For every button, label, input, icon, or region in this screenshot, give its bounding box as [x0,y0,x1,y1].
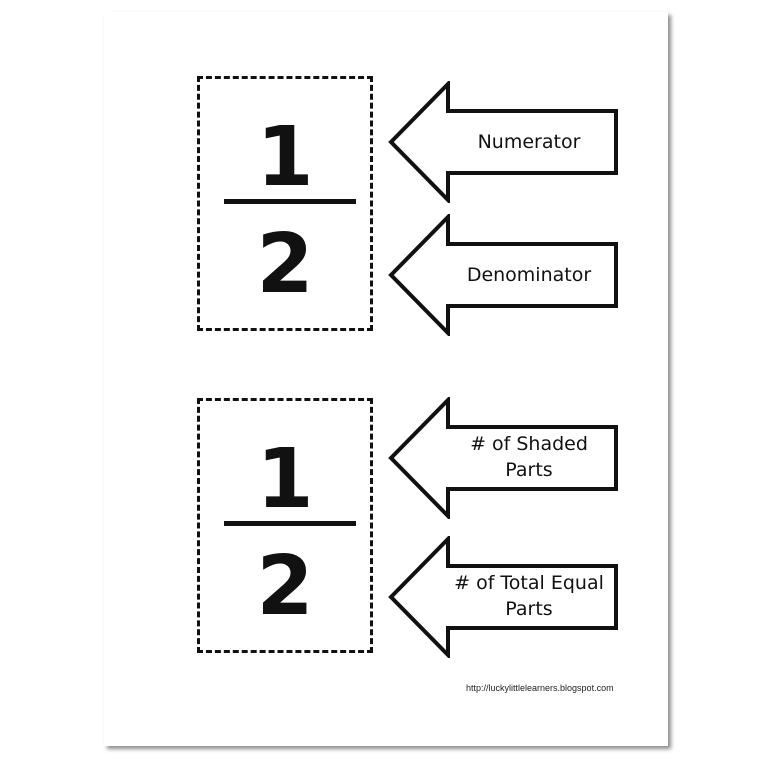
fraction-card-2: 1 2 [197,398,373,653]
numerator-value: 1 [256,110,314,205]
arrow-label-line1: # of Total Equal [454,572,604,594]
arrow-label: Denominator [466,264,592,286]
arrow-label: Numerator [477,131,581,153]
left-arrow-icon [388,81,618,203]
arrow-shaded-parts: # of Shaded Parts [388,397,620,519]
arrow-label-line2: Parts [505,598,553,620]
left-arrow-icon [388,397,618,519]
footer-url: http://luckylittlelearners.blogspot.com [466,683,614,693]
fraction-bar [224,521,356,526]
worksheet-page: 1 2 Numerator Denominator 1 2 # of Shade… [104,12,668,746]
arrow-label-line2: Parts [505,459,553,481]
fraction-bar [224,199,356,204]
arrow-total-equal-parts: # of Total Equal Parts [388,536,620,658]
denominator-value: 2 [256,539,314,634]
fraction-card-1: 1 2 [197,76,373,331]
arrow-label: # of Total Equal Parts [446,570,612,622]
arrow-denominator: Denominator [388,214,620,336]
denominator-value: 2 [256,217,314,312]
numerator-value: 1 [256,432,314,527]
arrow-label-line1: # of Shaded [470,433,588,455]
arrow-numerator: Numerator [388,81,620,203]
arrow-label: # of Shaded Parts [446,431,612,483]
left-arrow-icon [388,536,618,658]
left-arrow-icon [388,214,618,336]
